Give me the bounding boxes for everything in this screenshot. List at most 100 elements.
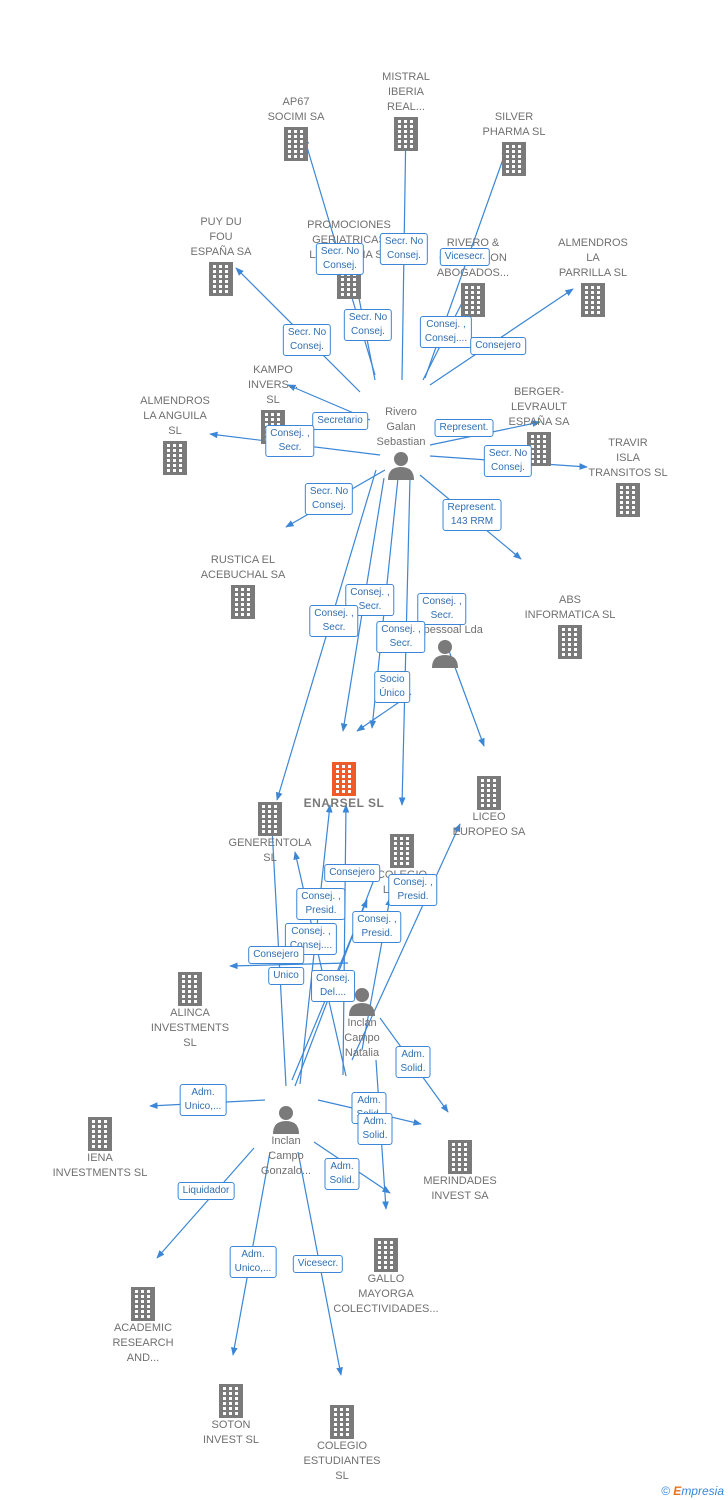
relation-badge[interactable]: Vicesecr. [439, 248, 491, 266]
building-icon [424, 774, 554, 810]
empresia-logo[interactable]: © Empresia [661, 1484, 724, 1498]
relation-edge [351, 823, 461, 1061]
brand-initial: E [673, 1484, 682, 1498]
node-label: AP67 SOCIMI SA [267, 96, 325, 123]
building-icon [449, 140, 579, 176]
node-label: LICEO EUROPEO SA [452, 811, 526, 838]
relation-badge[interactable]: Consejero [248, 946, 304, 964]
person-icon [336, 450, 466, 480]
building-icon [321, 1236, 451, 1272]
relation-badge[interactable]: Secr. No Consej. [379, 233, 429, 265]
node-label: Rivero Galan Sebastian [376, 406, 426, 448]
relation-badge[interactable]: Consej. , Secr. [376, 621, 426, 653]
company-node-almendros_parrilla[interactable]: ALMENDROS LA PARRILLA SL [528, 236, 658, 317]
relation-badge[interactable]: Secr. No Consej. [304, 483, 354, 515]
company-node-silver[interactable]: SILVER PHARMA SL [449, 110, 579, 176]
company-node-gallo[interactable]: GALLO MAYORGA COLECTIVIDADES... [321, 1236, 451, 1317]
relation-badge[interactable]: Represent. [434, 419, 494, 437]
company-node-ap67[interactable]: AP67 SOCIMI SA [231, 95, 361, 161]
relation-badge[interactable]: Secr. No Consej. [282, 324, 332, 356]
company-node-mistral[interactable]: MISTRAL IBERIA REAL... [341, 70, 471, 151]
relation-badge[interactable]: Consej. , Presid. [296, 888, 346, 920]
company-node-liceo[interactable]: LICEO EUROPEO SA [424, 774, 554, 840]
node-label: ACADEMIC RESEARCH AND... [112, 1322, 174, 1364]
relation-badge[interactable]: Adm. Unico,... [179, 1084, 227, 1116]
relation-badge[interactable]: Adm. Unico,... [229, 1246, 277, 1278]
building-icon [395, 1138, 525, 1174]
building-icon [78, 1285, 208, 1321]
company-node-almendros_anguila[interactable]: ALMENDROS LA ANGUILA SL [110, 394, 240, 475]
relation-badge[interactable]: Consej. , Presid. [388, 874, 438, 906]
relation-badge[interactable]: Consej. , Secr. [345, 584, 395, 616]
relation-badge[interactable]: Secr. No Consej. [483, 445, 533, 477]
relation-badge[interactable]: Consej. Del.... [311, 970, 355, 1002]
node-label: MERINDADES INVEST SA [423, 1175, 497, 1202]
relation-badge[interactable]: Consej. , Consej.... [419, 316, 473, 348]
relation-badge[interactable]: Vicesecr. [292, 1255, 344, 1273]
building-icon [178, 583, 308, 619]
company-node-rustica[interactable]: RUSTICA EL ACEBUCHAL SA [178, 553, 308, 619]
node-label: ALINCA INVESTMENTS SL [150, 1007, 230, 1049]
company-node-merindades[interactable]: MERINDADES INVEST SA [395, 1138, 525, 1204]
company-node-abs[interactable]: ABS INFORMATICA SL [505, 593, 635, 659]
relation-badge[interactable]: Consej. , Secr. [309, 605, 359, 637]
company-node-travir[interactable]: TRAVIR ISLA TRANSITOS SL [563, 436, 693, 517]
node-label: ALMENDROS LA ANGUILA SL [140, 395, 210, 437]
node-label: ALMENDROS LA PARRILLA SL [558, 237, 628, 279]
person-node-rivero_person[interactable]: Rivero Galan Sebastian [336, 405, 466, 480]
person-icon [297, 986, 427, 1016]
node-label: GALLO MAYORGA COLECTIVIDADES... [333, 1273, 439, 1315]
building-icon [563, 481, 693, 517]
relation-badge[interactable]: Consej. , Secr. [417, 593, 467, 625]
node-label: SOTON INVEST SL [202, 1419, 260, 1446]
company-node-iena[interactable]: IENA INVESTMENTS SL [35, 1115, 165, 1181]
building-icon [408, 281, 538, 317]
relation-badge[interactable]: Consejero [324, 864, 380, 882]
relation-badge[interactable]: Consej. , Secr. [265, 425, 315, 457]
company-node-berger[interactable]: BERGER- LEVRAULT ESPAÑA SA [474, 385, 604, 466]
relation-badge[interactable]: Consejero [470, 337, 526, 355]
relation-badge[interactable]: Consej. , Presid. [352, 911, 402, 943]
person-node-natalia[interactable]: Inclan Campo Natalia [297, 986, 427, 1061]
relation-badge[interactable]: Secretario [312, 412, 368, 430]
relation-badge[interactable]: Socio Único [374, 671, 410, 703]
building-icon [125, 970, 255, 1006]
building-icon [156, 260, 286, 296]
relation-badge[interactable]: Adm. Solid. [395, 1046, 431, 1078]
node-label: GENERENTOLA SL [228, 837, 312, 864]
relation-badge[interactable]: Secr. No Consej. [343, 309, 393, 341]
node-label: RUSTICA EL ACEBUCHAL SA [200, 554, 286, 581]
node-label: ENARSEL SL [303, 796, 385, 810]
building-icon [166, 1382, 296, 1418]
company-node-academic[interactable]: ACADEMIC RESEARCH AND... [78, 1285, 208, 1366]
node-label: Inclan Campo Gonzalo... [260, 1135, 312, 1177]
person-icon [380, 638, 510, 668]
company-node-alinca[interactable]: ALINCA INVESTMENTS SL [125, 970, 255, 1051]
company-node-enarsel[interactable]: ENARSEL SL [279, 760, 409, 811]
company-node-soton[interactable]: SOTON INVEST SL [166, 1382, 296, 1448]
person-node-gonzalo[interactable]: Inclan Campo Gonzalo... [221, 1104, 351, 1179]
node-label: Inclan Campo Natalia [344, 1017, 380, 1059]
relation-badge[interactable]: Secr. No Consej. [315, 243, 365, 275]
building-icon [110, 439, 240, 475]
relation-badge[interactable]: Represent. 143 RRM [442, 499, 502, 531]
relation-edge [342, 804, 350, 1076]
brand-name: mpresia [681, 1484, 724, 1498]
building-icon [231, 125, 361, 161]
node-label: COLEGIO ESTUDIANTES SL [303, 1440, 381, 1482]
relation-badge[interactable]: Unico [268, 967, 304, 985]
company-node-generentola[interactable]: GENERENTOLA SL [205, 800, 335, 866]
building-icon [279, 760, 409, 796]
relation-badge[interactable]: Adm. Solid. [324, 1158, 360, 1190]
node-label: SILVER PHARMA SL [482, 111, 546, 138]
relation-badge[interactable]: Liquidador [177, 1182, 235, 1200]
company-node-colegio_est[interactable]: COLEGIO ESTUDIANTES SL [277, 1403, 407, 1484]
company-node-puy[interactable]: PUY DU FOU ESPAÑA SA [156, 215, 286, 296]
copyright-symbol: © [661, 1484, 670, 1498]
building-icon [35, 1115, 165, 1151]
node-label: IENA INVESTMENTS SL [52, 1152, 148, 1179]
node-label: BERGER- LEVRAULT ESPAÑA SA [508, 386, 570, 428]
relation-badge[interactable]: Adm. Solid. [357, 1113, 393, 1145]
building-icon [505, 623, 635, 659]
